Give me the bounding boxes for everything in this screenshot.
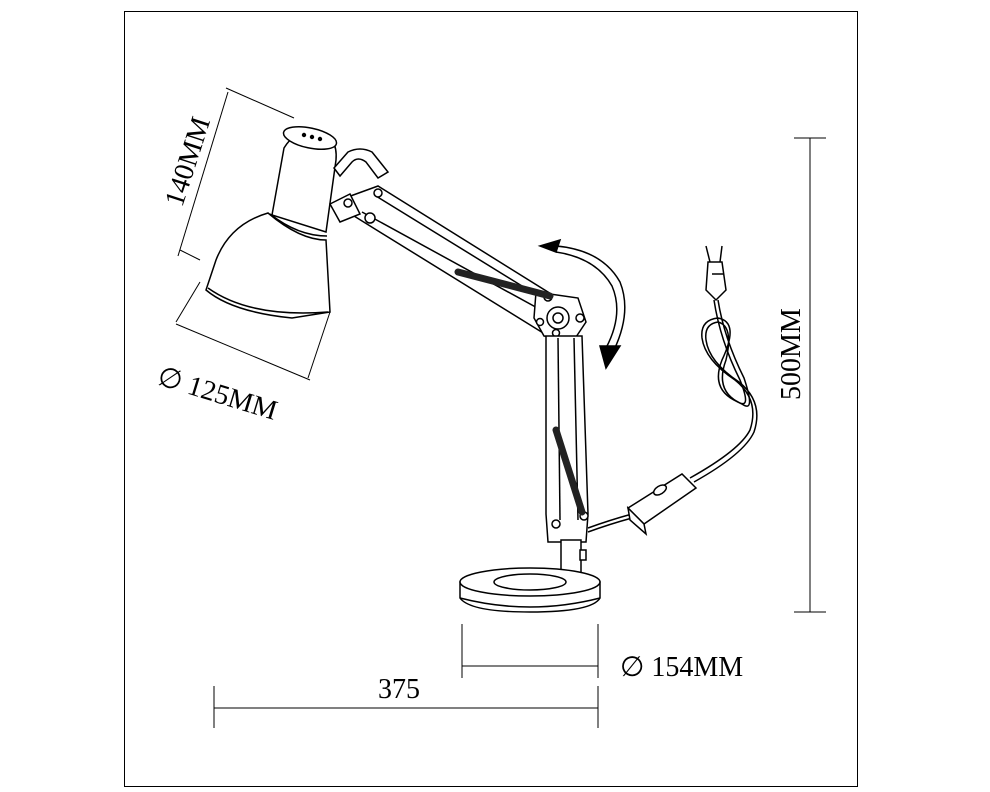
vent-hole — [317, 136, 323, 142]
dimension-lines — [175, 87, 826, 728]
cord-switch — [626, 473, 698, 537]
plug-icon — [705, 245, 727, 302]
arm-joint — [343, 198, 353, 208]
vent-hole — [301, 132, 307, 138]
total-height-label: 500MM — [776, 308, 807, 400]
arm-joint — [373, 188, 383, 198]
rotation-arrow-icon — [537, 238, 626, 370]
arm-joint — [364, 212, 376, 224]
switch-button-icon — [652, 484, 668, 496]
shade-bell — [205, 212, 331, 319]
reach-label: 375 — [378, 674, 420, 705]
shade-height-label: 140MM — [159, 113, 217, 210]
vent-hole — [309, 134, 315, 140]
shade-diameter-label: ∅ 125MM — [154, 361, 281, 427]
lamp-shade — [205, 125, 338, 319]
upper-spring — [454, 268, 554, 300]
power-cable — [587, 299, 758, 533]
shade-neck-top — [282, 125, 338, 151]
drawing-frame — [124, 11, 858, 787]
lower-spring — [552, 426, 586, 516]
base-diameter-label: ∅ 154MM — [620, 652, 743, 683]
lamp-base — [459, 567, 601, 613]
shade-handle — [333, 148, 390, 179]
